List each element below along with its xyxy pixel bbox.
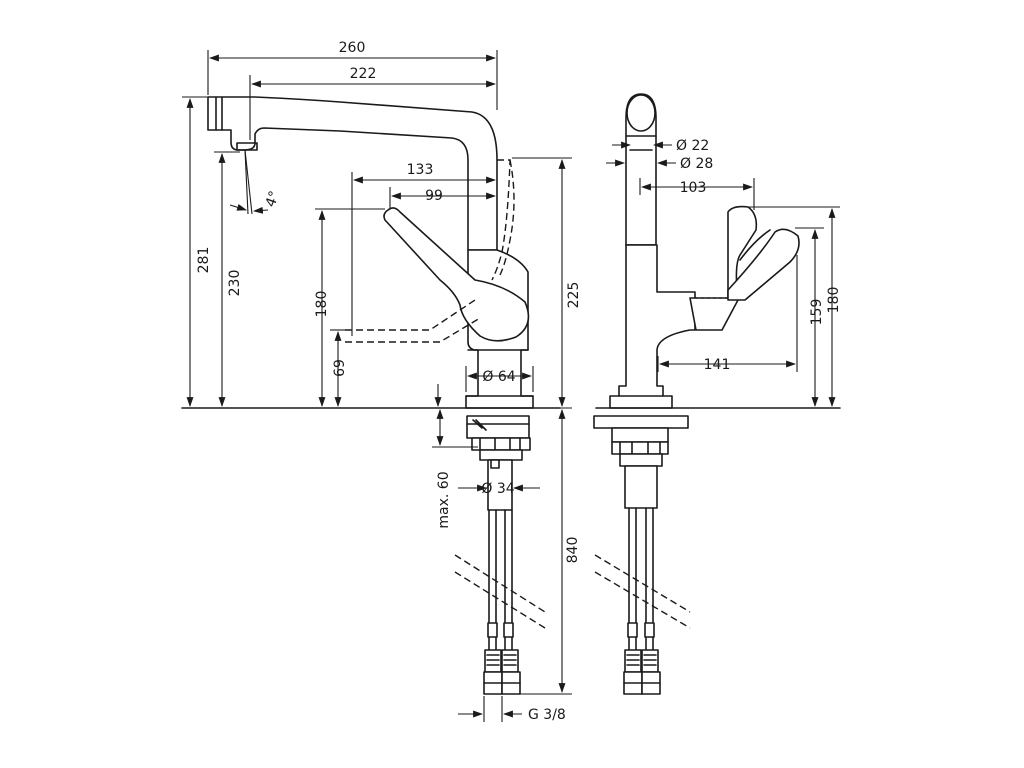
side-spout (207, 96, 498, 251)
label-180-front: 180 (826, 287, 842, 314)
label-diameter-22: Ø 22 (676, 138, 709, 154)
side-view (181, 50, 572, 722)
label-diameter-64: Ø 64 (482, 369, 515, 385)
side-lever (345, 159, 530, 343)
front-body (609, 244, 696, 409)
front-lever (689, 205, 800, 331)
label-diameter-28: Ø 28 (680, 156, 713, 172)
label-69: 69 (332, 359, 348, 377)
label-g38: G 3/8 (528, 707, 566, 723)
label-225: 225 (566, 282, 582, 309)
front-mounting (593, 415, 691, 695)
label-103: 103 (680, 180, 707, 196)
side-mounting (454, 415, 546, 695)
label-133: 133 (407, 162, 434, 178)
label-159: 159 (809, 299, 825, 326)
label-230: 230 (227, 270, 243, 297)
label-260: 260 (339, 40, 366, 56)
front-view (593, 93, 841, 695)
label-max-60: max. 60 (436, 471, 452, 528)
label-diameter-34: Ø 34 (481, 481, 514, 497)
front-spout (625, 93, 657, 246)
label-222: 222 (350, 66, 377, 82)
label-141: 141 (704, 357, 731, 373)
dimension-labels: 260 222 133 99 4° 281 230 180 69 Ø 64 22… (196, 40, 842, 723)
label-angle: 4° (263, 189, 283, 209)
label-99: 99 (425, 188, 443, 204)
label-180-side: 180 (314, 291, 330, 318)
label-840: 840 (565, 537, 581, 564)
label-281: 281 (196, 247, 212, 274)
